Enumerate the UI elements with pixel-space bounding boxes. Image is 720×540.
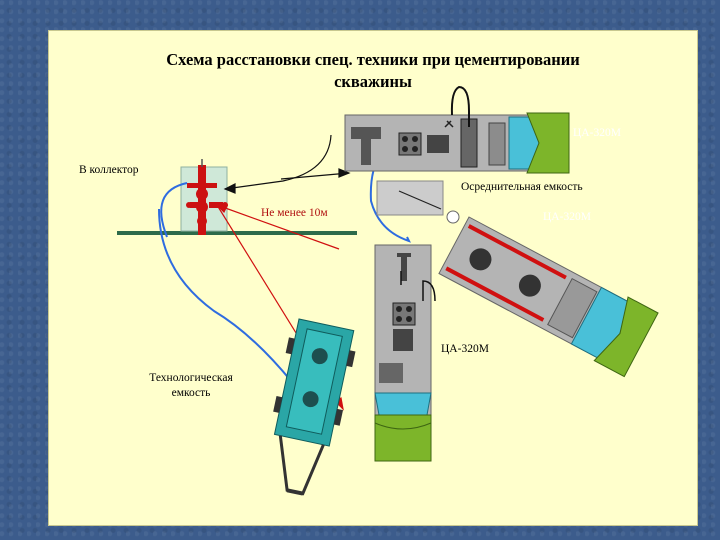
averaging-tank xyxy=(376,180,444,216)
pipe-connector xyxy=(446,210,460,224)
scheme-drawing xyxy=(117,85,659,496)
truck-top xyxy=(344,85,570,174)
truck-center xyxy=(374,244,436,462)
tech-tank-label-line1: Технологическая xyxy=(149,372,233,384)
top-connector-line xyxy=(280,168,351,180)
ground-line xyxy=(117,231,357,235)
diagram-title-line1: Схема расстановки спец. техники при цеме… xyxy=(166,50,580,69)
tech-tank-label: Технологическая емкость xyxy=(141,371,241,401)
diagram-title-line2: скважины xyxy=(334,72,412,91)
truck-right xyxy=(438,216,659,378)
pump-unit-label: ЦА-320М xyxy=(441,343,489,355)
truck-right-label: ЦА-320М xyxy=(543,211,591,223)
collector-line xyxy=(223,134,332,194)
diagram-title: Схема расстановки спец. техники при цеме… xyxy=(49,49,697,93)
truck-top-label: ЦА-320М xyxy=(573,127,621,139)
slide: Схема расстановки спец. техники при цеме… xyxy=(48,30,698,526)
technological-tank xyxy=(273,318,356,496)
min-distance-label: Не менее 10м xyxy=(261,207,328,219)
wellhead xyxy=(186,159,228,235)
tech-tank-label-line2: емкость xyxy=(171,387,211,399)
collector-label: В коллектор xyxy=(79,164,139,176)
averaging-tank-label: Осреднительная емкость xyxy=(461,181,583,193)
